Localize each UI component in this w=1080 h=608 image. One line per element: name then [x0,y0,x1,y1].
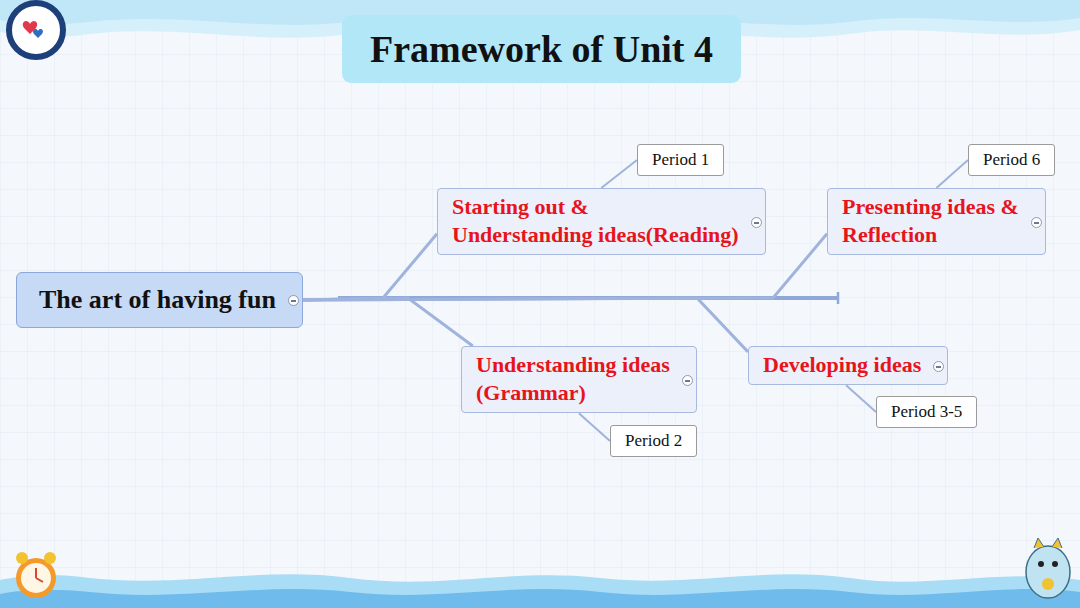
node-text: Period 3-5 [891,401,962,423]
period-box: Period 3-5 [876,396,977,428]
branch-line [846,385,876,412]
title-box: Framework of Unit 4 [342,15,741,83]
branch-line [936,160,968,188]
period-box: Period 6 [968,144,1055,176]
node-text: Developing ideas [763,351,921,379]
collapse-icon [751,217,762,228]
node-text: Presenting ideas & Reflection [842,193,1019,249]
node-text: Period 1 [652,149,709,171]
branch-box: Starting out & Understanding ideas(Readi… [437,188,766,255]
node-text: Period 6 [983,149,1040,171]
period-box: Period 2 [610,425,697,457]
branch-line [303,298,473,346]
collapse-icon [682,375,693,386]
collapse-icon [288,295,299,306]
branch-box: Presenting ideas & Reflection [827,188,1046,255]
collapse-icon [933,361,944,372]
node-text: Understanding ideas (Grammar) [476,351,670,407]
collapse-icon [1031,217,1042,228]
branch-line [303,298,748,352]
branch-box: Understanding ideas (Grammar) [461,346,697,413]
node-text: Period 2 [625,430,682,452]
period-box: Period 1 [637,144,724,176]
node-text: The art of having fun [39,285,276,315]
branch-box: Developing ideas [748,346,948,385]
node-text: Starting out & Understanding ideas(Readi… [452,193,739,249]
title-text: Framework of Unit 4 [370,27,713,71]
branch-line [579,413,610,441]
branch-line [303,234,437,300]
root-box: The art of having fun [16,272,303,328]
branch-line [601,160,637,188]
